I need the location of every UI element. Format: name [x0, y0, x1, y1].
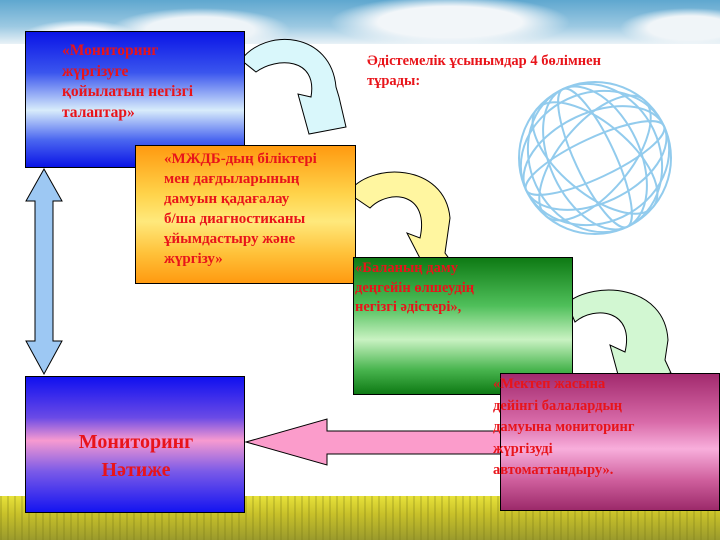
- globe-icon: [518, 81, 672, 235]
- curved-arrow-icon: [347, 171, 454, 269]
- left-arrow-icon[interactable]: [244, 418, 510, 468]
- double-arrow-icon[interactable]: [25, 167, 65, 377]
- methods-box[interactable]: «Баланың даму деңгейін өлшеудің негізгі …: [353, 257, 573, 395]
- diagnostics-box[interactable]: «МЖДБ-дың біліктері мен дағдыларының дам…: [135, 145, 356, 284]
- automation-text: «Мектеп жасына дейінгі балалардың дамуын…: [493, 376, 635, 478]
- curved-arrow-icon: [240, 38, 347, 135]
- methods-text: «Баланың даму деңгейін өлшеудің негізгі …: [355, 260, 475, 315]
- requirements-text: «Мониторинг жүргізуге қойылатын негізгі …: [62, 42, 194, 121]
- automation-box[interactable]: «Мектеп жасына дейінгі балалардың дамуын…: [493, 373, 720, 511]
- result-text: Мониторинг Нәтиже: [78, 431, 194, 481]
- diagnostics-text: «МЖДБ-дың біліктері мен дағдыларының дам…: [164, 151, 317, 267]
- curved-arrow-icon: [566, 289, 672, 383]
- slide-heading: Әдістемелік ұсынымдар 4 бөлімнен тұрады:: [367, 53, 601, 89]
- result-box[interactable]: Мониторинг Нәтиже: [25, 376, 245, 513]
